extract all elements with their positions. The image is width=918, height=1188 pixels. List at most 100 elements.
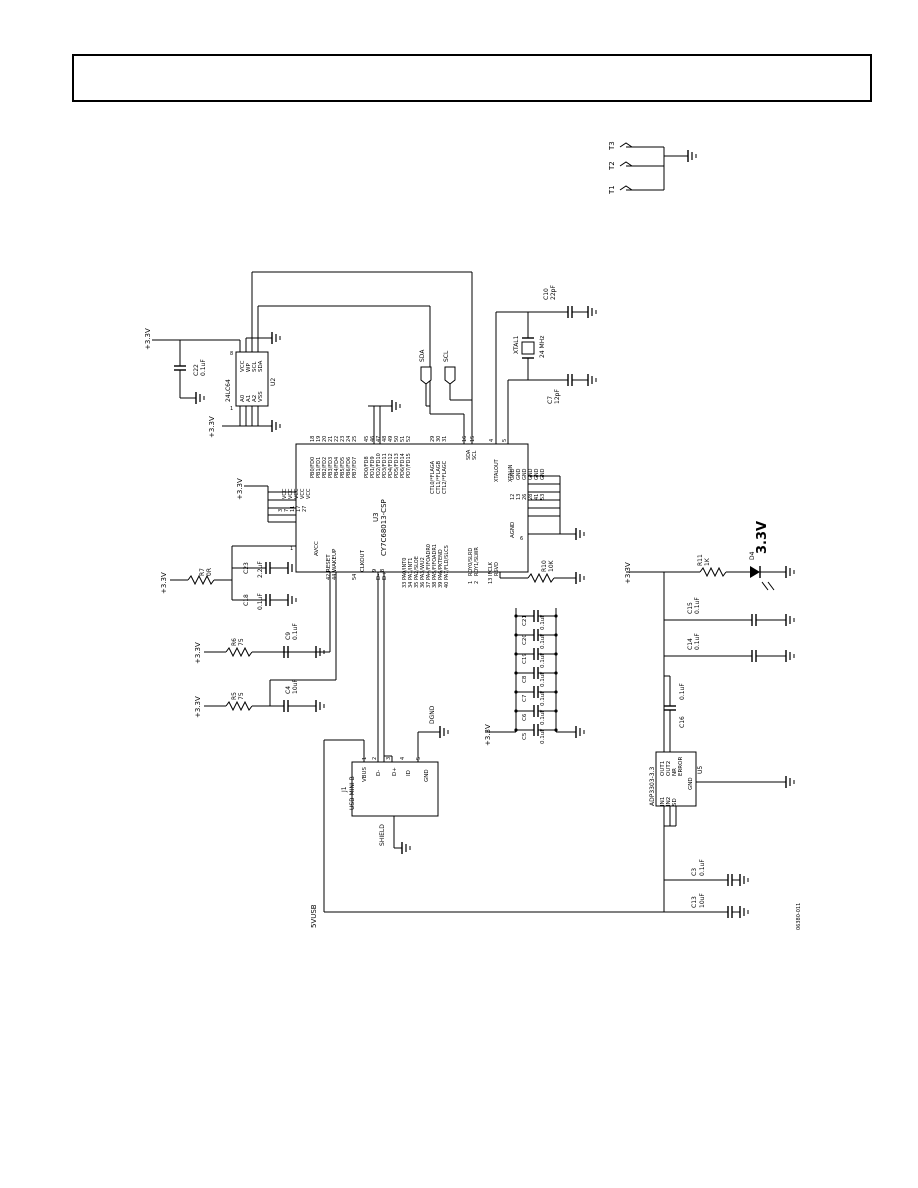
pin-dplus: D+ xyxy=(382,571,388,580)
ldo-pin-nr: NR xyxy=(672,768,678,776)
c13-val: 10uF xyxy=(699,893,706,908)
tp-label-t2: T2 xyxy=(608,161,616,171)
pin-gnd-3: GND xyxy=(522,468,528,480)
v33-label-3: +3.3V xyxy=(236,478,244,500)
vbus-label: 5VUSB xyxy=(310,904,318,928)
c16-ref: C16 xyxy=(679,716,686,728)
ground-icon xyxy=(785,775,795,789)
c7-ref: C7 xyxy=(547,396,554,404)
usb-pin-dplus: D+ xyxy=(392,767,398,776)
pin-num-7: 7 xyxy=(284,509,290,512)
pin-num-17: 17 xyxy=(296,506,302,512)
ldo-pin-error: ERROR xyxy=(678,757,684,776)
ground-icon xyxy=(575,725,585,739)
led-ref: D4 xyxy=(749,551,756,560)
net-dgnd: DGND xyxy=(429,705,436,724)
pin-xtalout: XTALOUT xyxy=(494,458,500,482)
pin-num-20: 20 xyxy=(322,436,328,442)
eeprom-pin-vss: VSS xyxy=(258,391,264,402)
eeprom-pin-wp: WP xyxy=(246,363,252,372)
usb-pin-vbus: VBUS xyxy=(362,766,368,782)
pin-pa6: PA6/PKTEND xyxy=(438,549,444,580)
pin-pa2: PA2/SLOE xyxy=(414,556,420,580)
power-supply: +3.3V R11 1K D4 3.3V C15 0.1uF C14 0.1uF xyxy=(310,521,795,928)
pin-scl: SCL xyxy=(472,450,478,460)
pin-reset: RESET xyxy=(326,554,332,572)
pin-pb1: PB1/FD1 xyxy=(316,457,322,478)
led-label: 3.3V xyxy=(755,521,770,554)
pin-num-23: 23 xyxy=(340,436,346,442)
usb-pin-gnd: GND xyxy=(424,769,430,782)
pin-num-50: 50 xyxy=(394,436,400,442)
i2c-bus: SDA SCL xyxy=(252,271,473,444)
ground-icon xyxy=(739,905,749,919)
ground-icon xyxy=(315,699,325,713)
pin-pa1: PA1/INT1 xyxy=(408,558,414,580)
ground-icon xyxy=(271,331,281,345)
pin-num-35: 35 xyxy=(414,582,420,588)
pin-pa7: PA7/FLD/SLCS xyxy=(444,545,450,580)
pin-num-16: 16 xyxy=(462,436,468,442)
r6-val: 75 xyxy=(238,638,245,646)
eeprom-pin-a0: A0 xyxy=(240,394,246,402)
r5-ref: R5 xyxy=(231,692,238,700)
pin-num-rdy1: 2 xyxy=(474,581,480,584)
pin-num-28: 28 xyxy=(528,494,534,500)
usb-pin-num-1: 1 xyxy=(362,757,368,760)
pin-vcc-5: VCC xyxy=(306,488,312,499)
gnd-pin-column: GND GND GND GND GND GND 12 13 26 28 41 5… xyxy=(510,468,546,500)
pin-pd7: PD7/FD15 xyxy=(406,453,412,478)
pin-gnd-6: GND xyxy=(540,468,546,480)
usb-ref: J1 xyxy=(341,786,348,793)
pin-pb5: PB5/FD5 xyxy=(340,457,346,478)
ldo-ref: U5 xyxy=(697,766,704,774)
pin-pb2: PB2/FD2 xyxy=(322,457,328,478)
pin-num-12: 12 xyxy=(510,494,516,500)
usb-part: USB-MINI-B xyxy=(349,776,356,810)
eeprom-pin-num-1: 1 xyxy=(230,406,233,412)
pin-num-39: 39 xyxy=(438,582,444,588)
eeprom-pin-sda: SDA xyxy=(258,360,264,372)
c22-val: 0.1uF xyxy=(200,359,207,376)
pin-num-38: 38 xyxy=(432,582,438,588)
tp-label-t1: T1 xyxy=(608,185,616,195)
c15-ref: C15 xyxy=(687,602,694,614)
pin-num-9: 9 xyxy=(372,569,378,572)
pin-pb7: PB7/FD7 xyxy=(352,457,358,478)
pin-num-6: 6 xyxy=(520,536,523,542)
pin-num-13: 13 xyxy=(516,494,522,500)
eeprom-ref: U2 xyxy=(270,378,277,386)
pin-pb0: PB0/FD0 xyxy=(310,457,316,478)
v33-label-4: +3.3V xyxy=(160,572,168,594)
header-box xyxy=(72,54,872,102)
pin-num-46: 46 xyxy=(370,436,376,442)
pin-num-48: 48 xyxy=(382,436,388,442)
pin-num-30: 30 xyxy=(436,436,442,442)
pin-gnd-5: GND xyxy=(534,468,540,480)
ldo-pin-sd: SD xyxy=(672,798,678,806)
figure-id: 06380-011 xyxy=(796,903,802,930)
eeprom-pin-scl: SCL xyxy=(252,361,258,372)
ground-icon xyxy=(287,561,297,575)
eeprom-pin-a2: A2 xyxy=(252,395,258,402)
pin-num-45: 45 xyxy=(364,436,370,442)
c10-val: 22pF xyxy=(550,285,557,300)
pin-num-24: 24 xyxy=(346,436,352,442)
bank-cap-ref: C8 xyxy=(522,675,528,683)
usb-pin-num-2: 2 xyxy=(372,757,378,760)
eeprom-part: 24LC64 xyxy=(225,379,232,402)
c3-val: 0.1uF xyxy=(699,859,706,876)
mcu-part: CY7C68013-CSP xyxy=(380,499,388,556)
pin-num-11: 11 xyxy=(290,506,296,512)
pin-pa4: PA4/FIFOADR0 xyxy=(426,544,432,580)
led-icon xyxy=(750,566,760,578)
pin-gnd-2: GND xyxy=(516,468,522,480)
pin-pb3: PB3/FD3 xyxy=(328,457,334,478)
c10-ref: C10 xyxy=(543,288,550,300)
usb-pin-num-4: 4 xyxy=(400,757,406,760)
pin-vcc-4: VCC xyxy=(300,488,306,499)
r7-ref: R7 xyxy=(199,568,206,576)
